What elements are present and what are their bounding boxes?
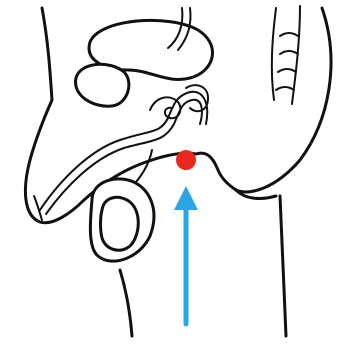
abdomen-contour	[42, 8, 52, 100]
rectum-fold-3	[278, 69, 296, 72]
perineum-contour	[196, 153, 236, 190]
thigh-back-line	[280, 196, 286, 336]
thigh-front-line	[120, 270, 132, 336]
testis-outline	[101, 197, 139, 250]
rectum-left-wall	[272, 8, 276, 100]
rectum-fold-4	[276, 87, 294, 90]
rectum-fold-2	[280, 51, 298, 54]
rectum-fold-1	[280, 33, 298, 36]
seminal-vesicle	[150, 97, 180, 118]
up-arrow-icon	[174, 186, 198, 210]
back-contour	[236, 8, 331, 192]
red-dot-icon	[176, 150, 196, 170]
pubic-bone-outline	[76, 64, 129, 106]
